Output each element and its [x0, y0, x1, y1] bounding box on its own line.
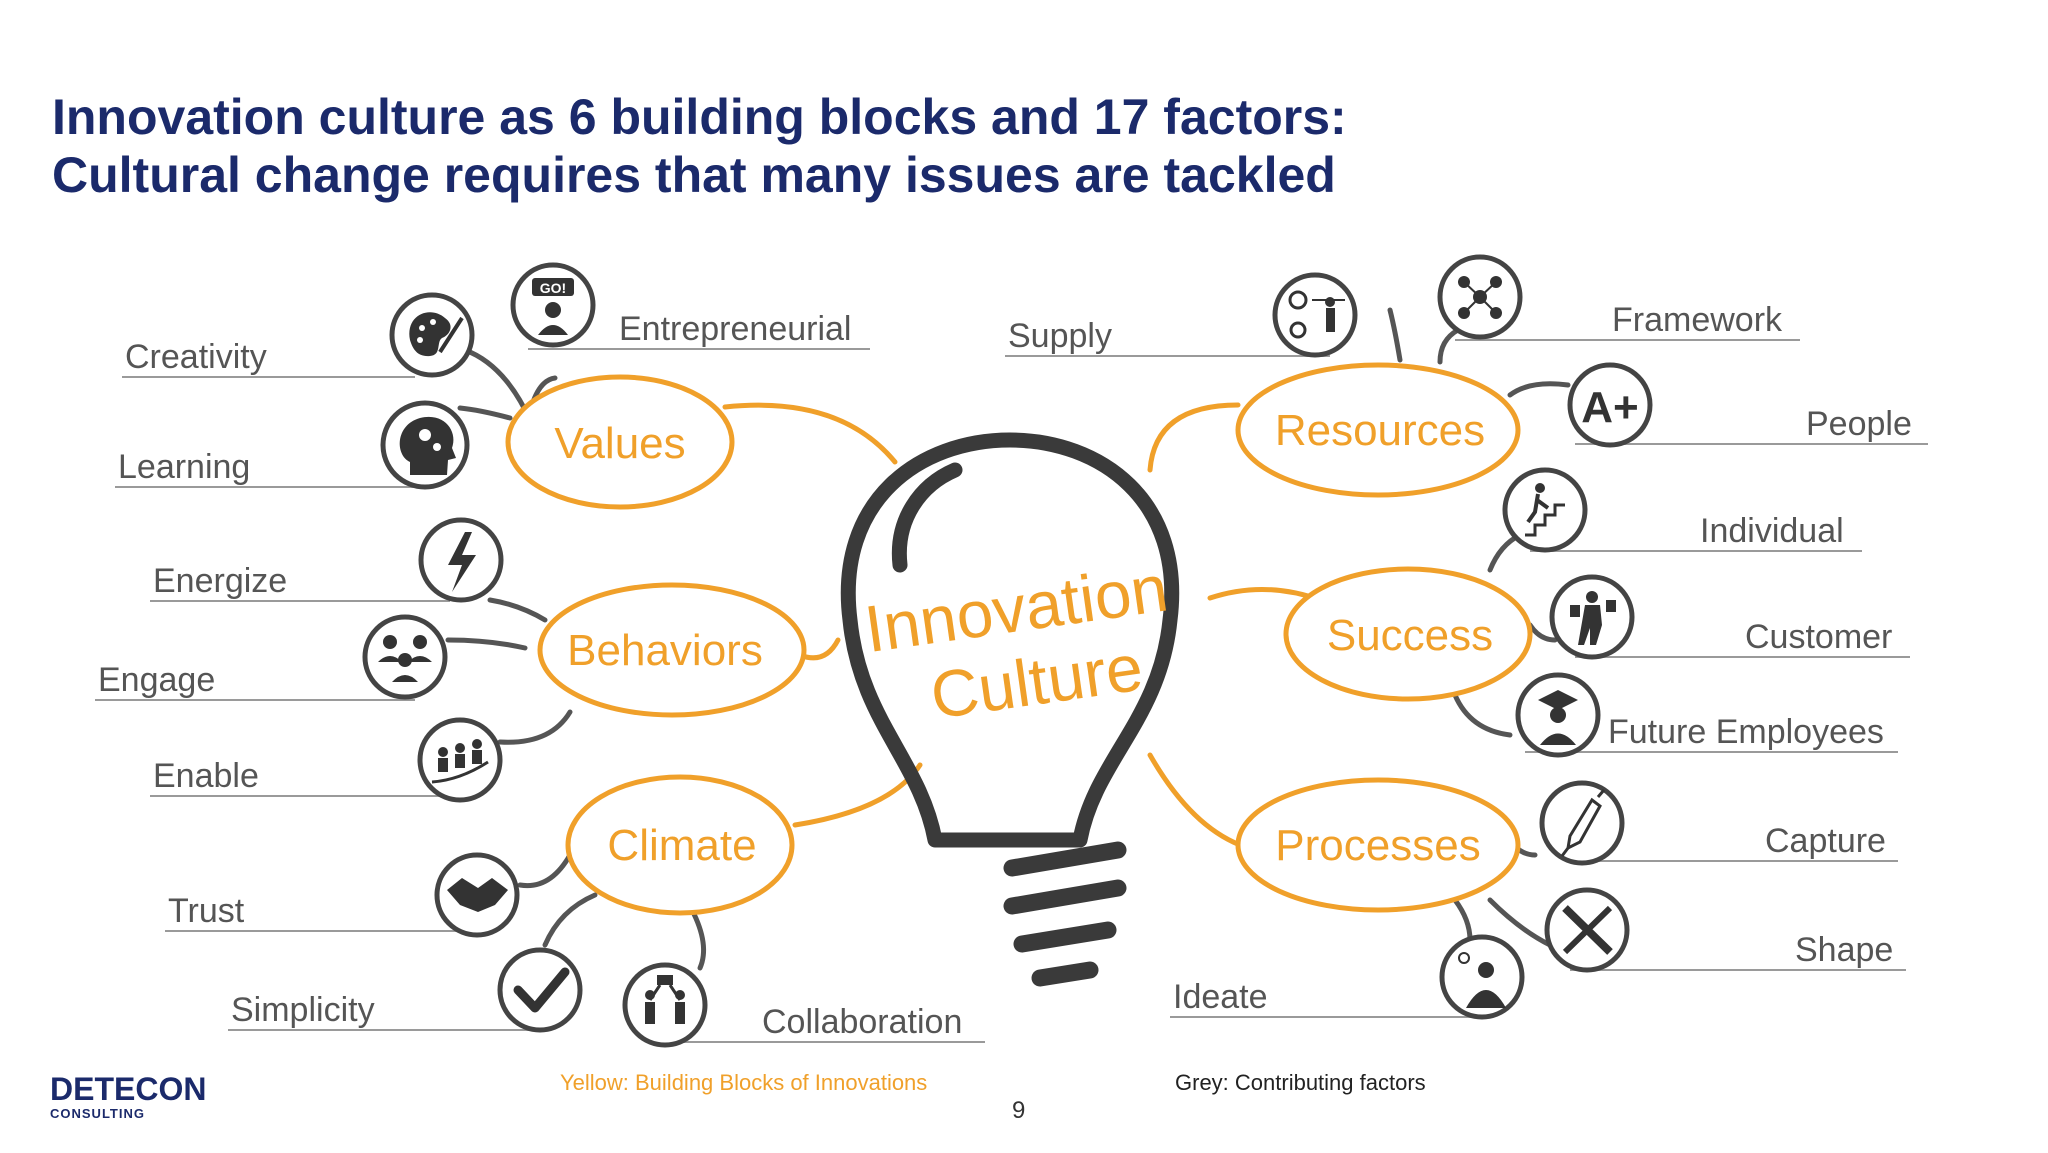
- legend-building-blocks: Yellow: Building Blocks of Innovations: [560, 1070, 928, 1095]
- factor-ideate: Ideate: [1173, 978, 1268, 1016]
- shopper-icon: [1549, 574, 1635, 660]
- page-number: 9: [1012, 1097, 1026, 1124]
- block-values: [505, 374, 735, 510]
- factor-creativity: Creativity: [125, 338, 267, 376]
- team-growth-icon: [417, 717, 503, 803]
- ruler-pencil-icon: [1544, 887, 1630, 973]
- block-climate: [565, 774, 795, 916]
- slide-title: Innovation culture as 6 building blocks …: [52, 88, 1347, 204]
- title-line-1: Innovation culture as 6 building blocks …: [52, 89, 1347, 145]
- factor-framework: Framework: [1612, 301, 1783, 339]
- factor-future-employees: Future Employees: [1608, 713, 1884, 751]
- factor-trust: Trust: [168, 892, 245, 930]
- factor-simplicity: Simplicity: [231, 991, 375, 1029]
- label-underlines: [95, 339, 1928, 1043]
- lightbulb-icon: [840, 432, 1180, 987]
- factor-customer: Customer: [1745, 618, 1892, 656]
- rocket-icon: [1539, 780, 1625, 866]
- factor-energize: Energize: [153, 562, 287, 600]
- logo-main-text: DETECON: [50, 1071, 207, 1107]
- block-behaviors: [537, 582, 807, 718]
- factor-individual: Individual: [1700, 512, 1844, 550]
- trophy-team-icon: [622, 962, 708, 1048]
- block-resources: [1235, 362, 1521, 498]
- idea-person-icon: [1439, 934, 1525, 1020]
- factor-shape: Shape: [1795, 931, 1893, 969]
- block-label-processes: Processes: [1275, 821, 1480, 870]
- logo-sub-text: CONSULTING: [50, 1106, 145, 1121]
- block-label-climate: Climate: [607, 821, 756, 870]
- factor-people: People: [1806, 405, 1912, 443]
- factor-enable: Enable: [153, 757, 259, 795]
- factor-entrepreneurial: Entrepreneurial: [619, 310, 851, 348]
- handshake-icon: [434, 852, 520, 938]
- block-label-success: Success: [1327, 611, 1493, 660]
- head-gears-icon: [380, 400, 470, 490]
- palette-icon: [389, 292, 475, 378]
- stairs-climber-icon: [1502, 467, 1588, 553]
- graduate-icon: [1515, 672, 1601, 758]
- building-blocks: [505, 362, 1533, 916]
- factor-capture: Capture: [1765, 822, 1886, 860]
- factor-collaboration: Collaboration: [762, 1003, 962, 1041]
- factor-learning: Learning: [118, 448, 250, 486]
- block-success: [1283, 566, 1533, 702]
- block-processes: [1235, 777, 1521, 913]
- resource-planning-icon: [1272, 272, 1358, 358]
- go-badge-text: GO!: [540, 280, 566, 296]
- lightning-icon: [418, 517, 504, 603]
- network-icon: [1437, 254, 1523, 340]
- block-label-behaviors: Behaviors: [567, 626, 763, 675]
- factor-connectors: [445, 307, 1571, 971]
- block-label-values: Values: [554, 419, 685, 468]
- factor-supply: Supply: [1008, 317, 1112, 355]
- block-label-resources: Resources: [1275, 406, 1485, 455]
- legend-contributing-factors: Grey: Contributing factors: [1175, 1070, 1426, 1095]
- factor-engage: Engage: [98, 661, 215, 699]
- go-flag-icon: GO!: [510, 262, 596, 348]
- a-plus-grade-icon: A+: [1567, 362, 1653, 448]
- people-group-icon: [362, 614, 448, 700]
- title-line-2: Cultural change requires that many issue…: [52, 147, 1336, 203]
- detecon-logo: DETECON CONSULTING: [50, 1072, 206, 1121]
- checkmark-icon: [497, 947, 583, 1033]
- grade-text: A+: [1581, 383, 1638, 432]
